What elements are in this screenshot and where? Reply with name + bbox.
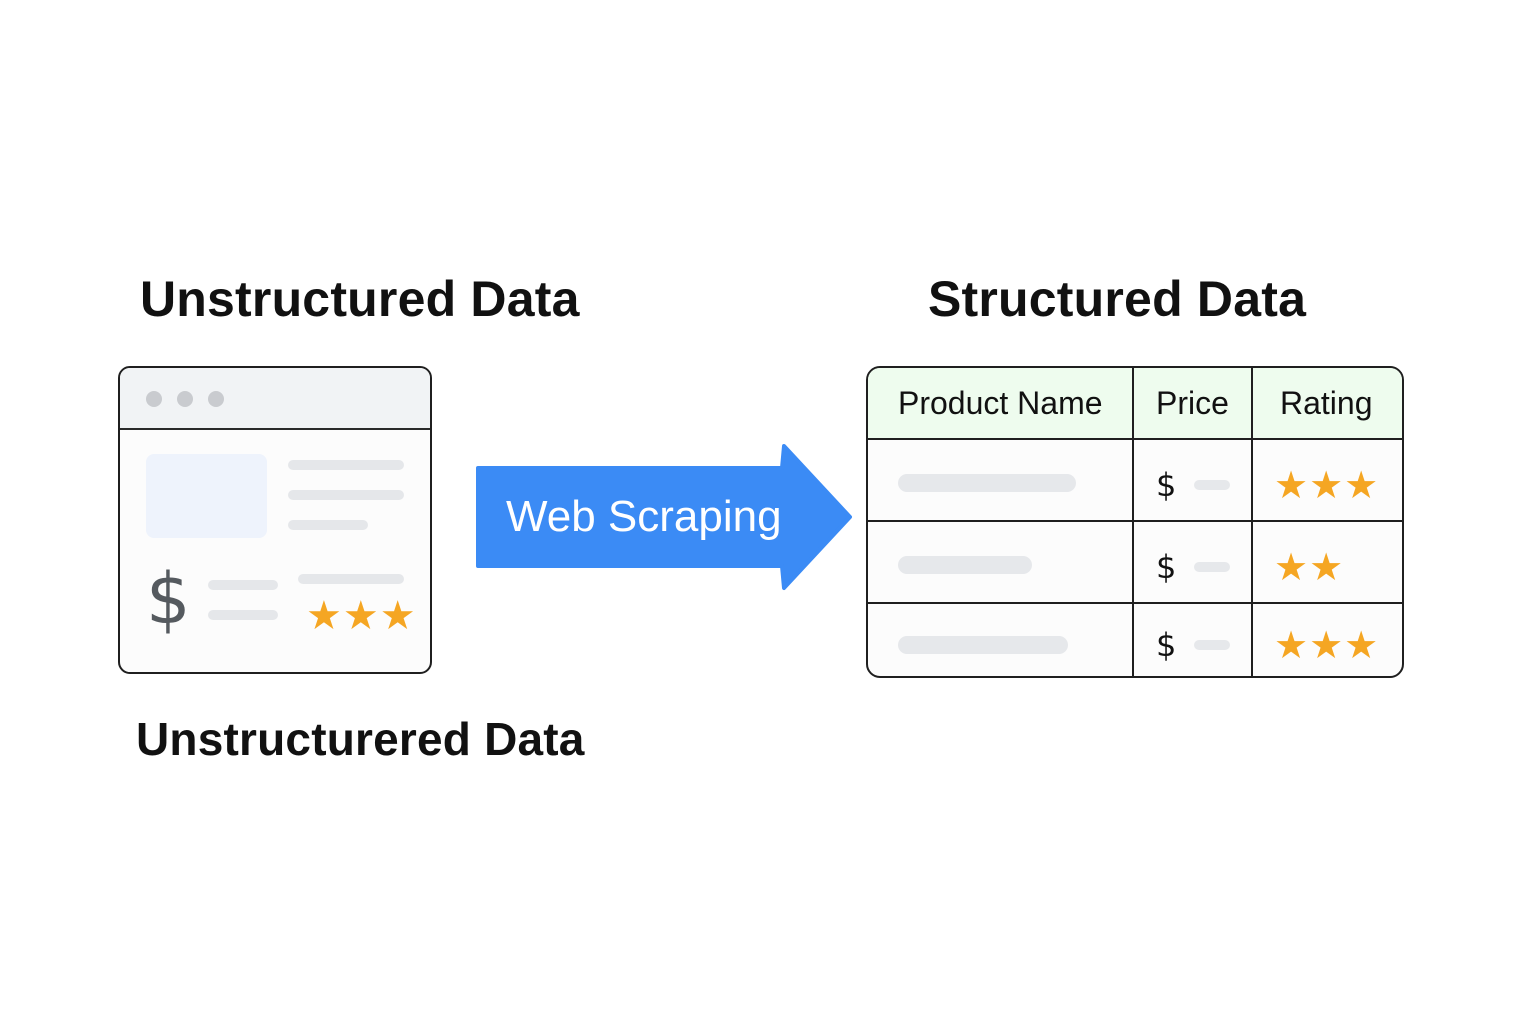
text-placeholder-line [288,460,404,470]
star-icon: ★ [1344,623,1380,667]
text-placeholder-line [298,574,404,584]
star-icon: ★ [1344,463,1380,507]
unstructured-title: Unstructured Data [140,271,580,327]
row-divider [868,602,1402,604]
star-icon: ★ [342,593,380,639]
star-icon: ★ [1274,545,1310,589]
dollar-sign-icon: $ [1156,548,1177,586]
column-divider [1132,368,1134,676]
price-placeholder [1194,640,1230,650]
text-placeholder-line [288,520,368,530]
text-placeholder-line [208,610,278,620]
star-icon: ★ [1309,623,1345,667]
star-icon: ★ [1309,545,1345,589]
structured-table: Product Name Price Rating $ ★★★ $ ★★ $ ★… [866,366,1404,678]
star-icon: ★ [306,593,343,639]
column-header-product-name: Product Name [898,385,1103,421]
dollar-sign-icon: $ [146,558,191,640]
browser-title-bar [120,368,430,430]
web-scraping-label: Web Scraping [506,492,782,541]
column-header-rating: Rating [1280,385,1373,421]
column-header-price: Price [1156,385,1229,421]
star-rating: ★★★ [1274,626,1379,664]
star-rating: ★★★ [1274,466,1379,504]
star-rating: ★★ [1274,548,1344,586]
column-divider [1251,368,1253,676]
price-placeholder [1194,480,1230,490]
structured-title: Structured Data [928,271,1307,327]
star-icon: ★ [1274,623,1310,667]
price-placeholder [1194,562,1230,572]
window-dot-icon [146,391,162,407]
product-name-placeholder [898,556,1032,574]
text-placeholder-line [288,490,404,500]
text-placeholder-line [208,580,278,590]
product-name-placeholder [898,636,1068,654]
window-dot-icon [177,391,193,407]
window-dot-icon [208,391,224,407]
image-placeholder [146,454,267,538]
product-name-placeholder [898,474,1076,492]
star-icon: ★ [379,593,417,639]
row-divider [868,520,1402,522]
dollar-sign-icon: $ [1156,626,1177,664]
right-arrow-icon [476,444,852,590]
unstructured-caption: Unstructurered Data [136,713,585,765]
browser-window-icon: $ ★★★ [118,366,432,674]
table-header [868,368,1402,440]
dollar-sign-icon: $ [1156,466,1177,504]
star-rating: ★★★ [306,596,417,636]
star-icon: ★ [1274,463,1310,507]
star-icon: ★ [1309,463,1345,507]
